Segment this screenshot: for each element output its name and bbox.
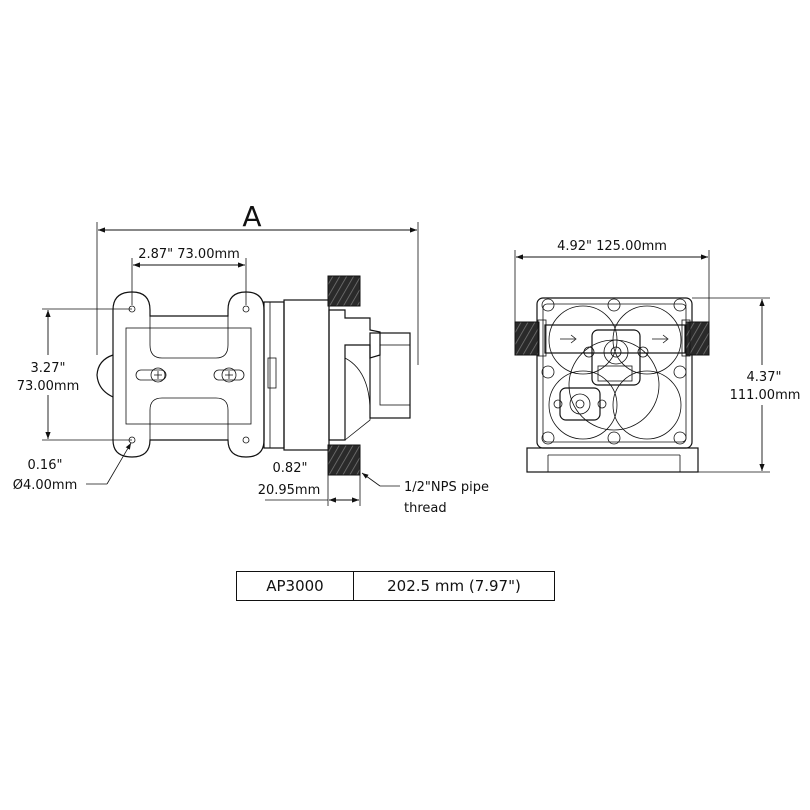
outlet-port-thread bbox=[685, 321, 710, 356]
port-width-mm: 20.95mm bbox=[258, 483, 321, 498]
screw-icon bbox=[541, 298, 687, 445]
mounting-hole bbox=[128, 305, 250, 444]
model-length-table: AP3000 202.5 mm (7.97") bbox=[236, 571, 555, 601]
port-width-in: 0.82" bbox=[273, 461, 308, 476]
model-cell: AP3000 bbox=[237, 572, 354, 600]
front-height-in: 4.37" bbox=[747, 370, 782, 385]
side-view: A 2.87" 73.00mm 3.27" 73.00mm bbox=[13, 200, 489, 516]
hole-diameter-in: 0.16" bbox=[28, 458, 63, 473]
dimension-a-label: A bbox=[242, 200, 261, 233]
top-port-thread bbox=[327, 275, 361, 307]
front-height-mm: 111.00mm bbox=[730, 388, 801, 403]
front-view: 4.92" 125.00mm 4.37" 111.00mm bbox=[514, 239, 808, 473]
length-cell: 202.5 mm (7.97") bbox=[387, 577, 521, 595]
hole-spacing-horizontal: 2.87" 73.00mm bbox=[138, 247, 240, 262]
thread-note-line2: thread bbox=[404, 501, 447, 516]
hole-diameter-mm: Ø4.00mm bbox=[13, 478, 78, 493]
thread-note: 1/2"NPS pipe bbox=[404, 480, 489, 495]
front-width-dimension: 4.92" 125.00mm bbox=[557, 239, 667, 254]
hole-spacing-vertical-in: 3.27" bbox=[31, 361, 66, 376]
bottom-port-thread bbox=[327, 444, 361, 476]
inlet-port-thread bbox=[514, 321, 540, 356]
hole-spacing-vertical-mm: 73.00mm bbox=[17, 379, 80, 394]
